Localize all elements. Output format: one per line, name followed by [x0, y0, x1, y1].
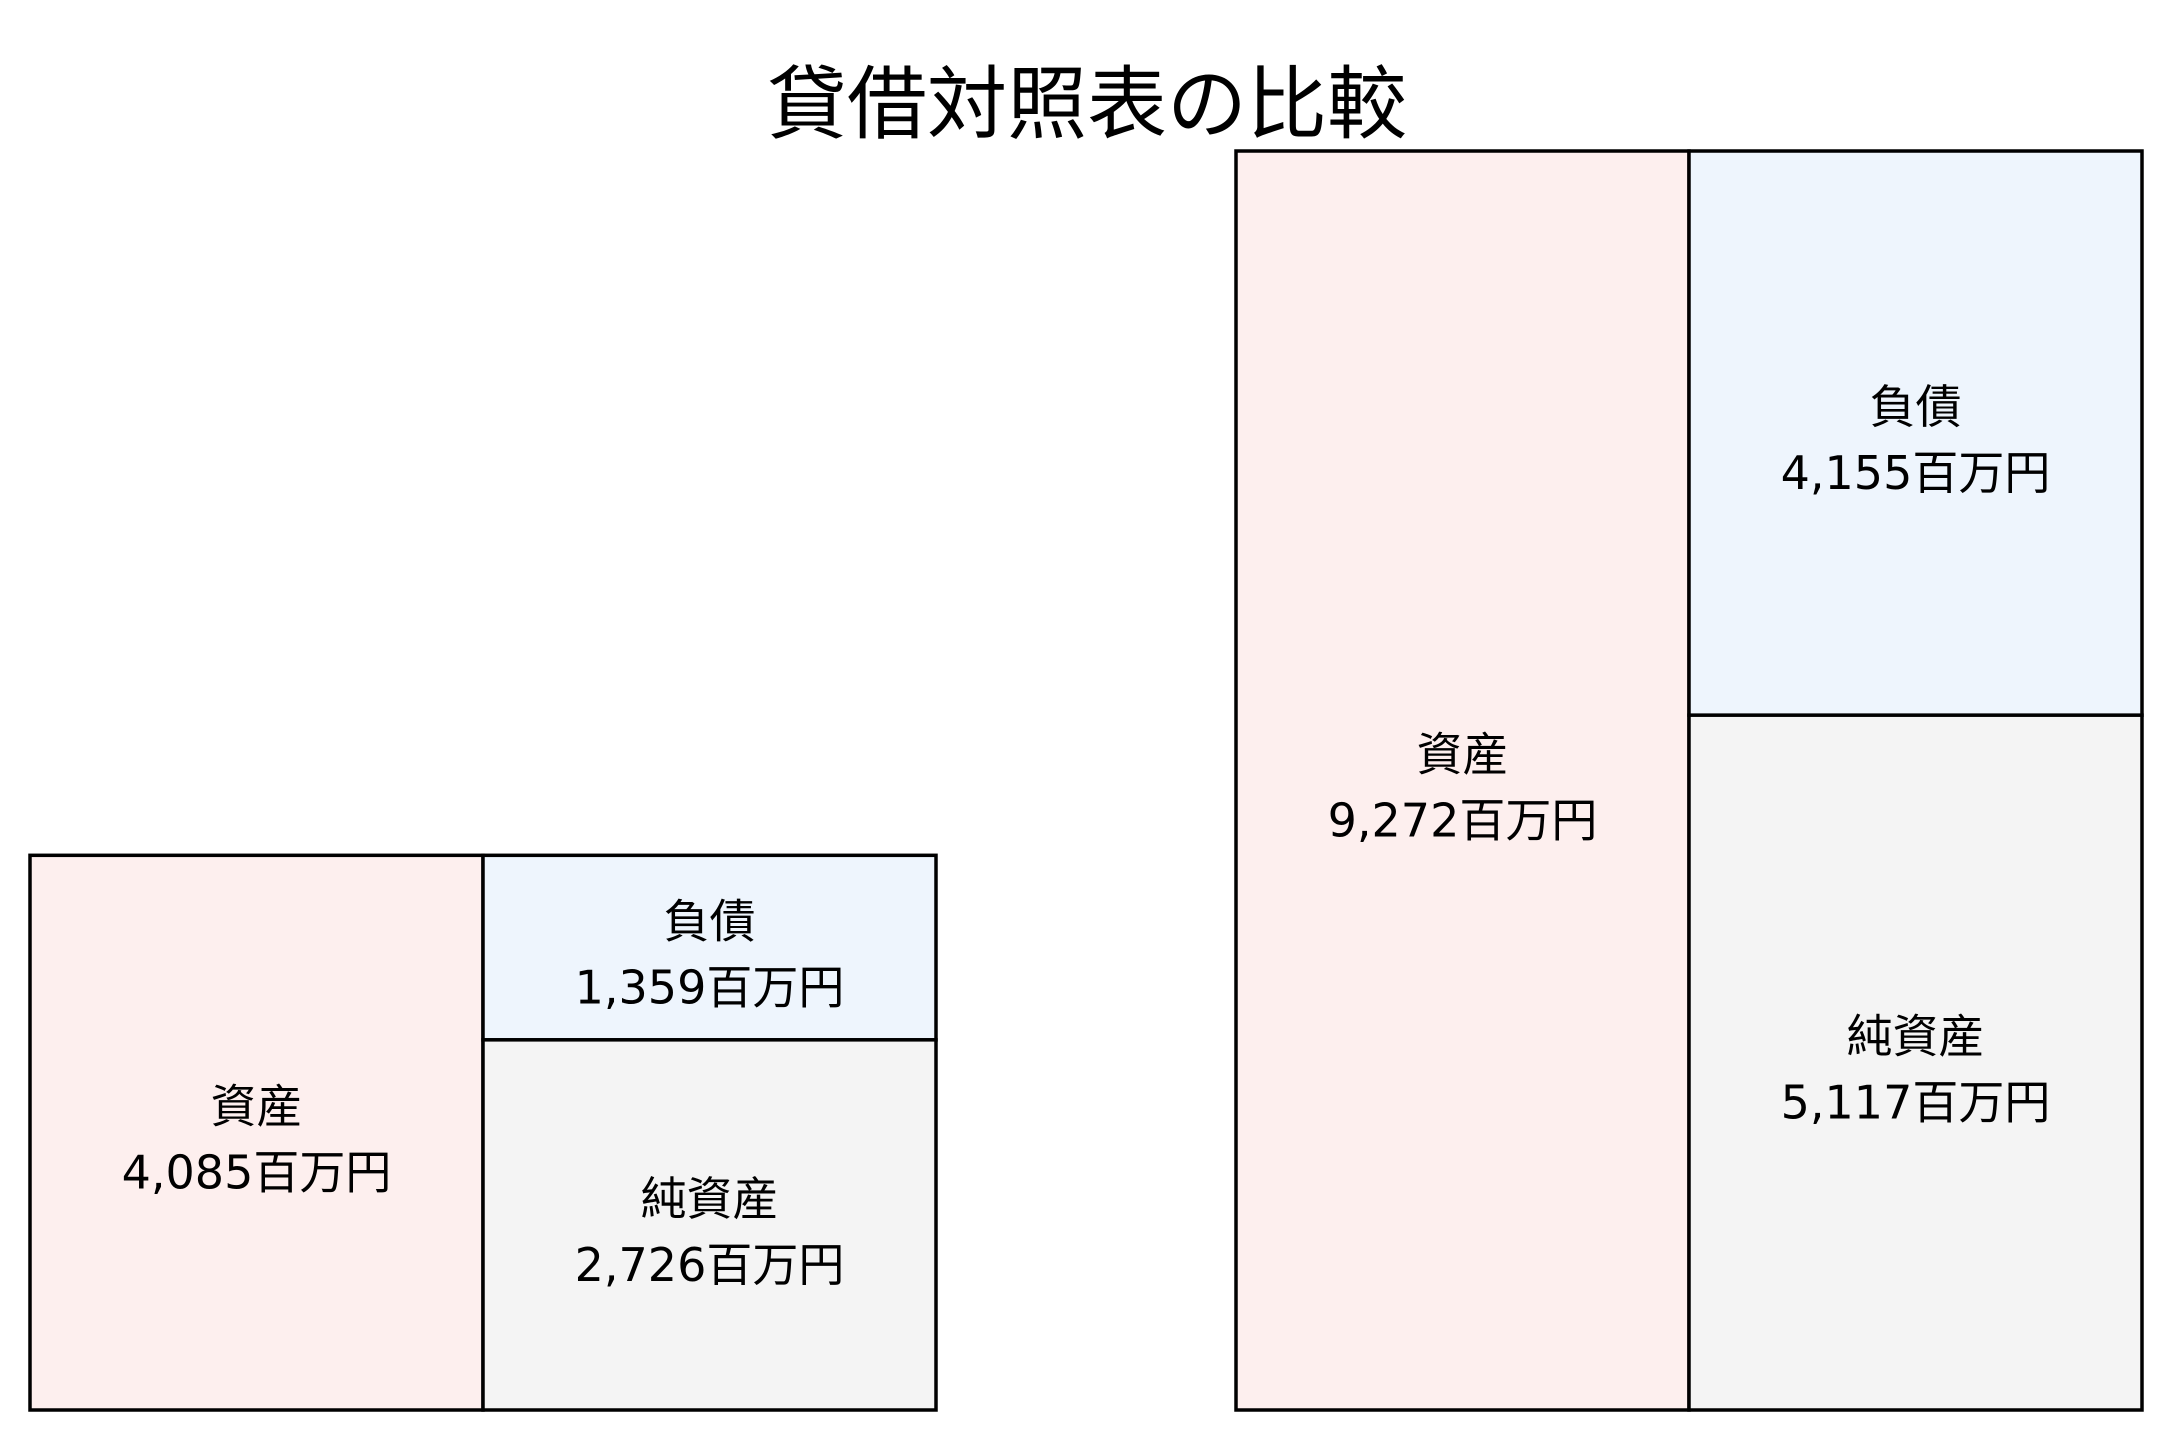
chart-title: 貸借対照表の比較 — [767, 58, 1407, 151]
net-assets-box — [481, 1038, 938, 1412]
liabilities-value: 4,155百万円 — [1781, 446, 2051, 500]
liabilities-label: 負債 — [664, 895, 756, 949]
net-assets-value: 2,726百万円 — [575, 1238, 845, 1292]
net-assets-value: 5,117百万円 — [1781, 1076, 2051, 1130]
liabilities-value: 1,359百万円 — [575, 961, 845, 1015]
net-assets-label: 純資産 — [641, 1172, 779, 1226]
liabilities-label: 負債 — [1870, 380, 1962, 434]
net-assets-label: 純資産 — [1847, 1010, 1985, 1064]
assets-box — [28, 853, 485, 1412]
assets-label: 資産 — [211, 1080, 303, 1134]
assets-value: 4,085百万円 — [122, 1146, 392, 1200]
liabilities-box — [481, 853, 938, 1042]
net-assets-box — [1687, 713, 2144, 1412]
assets-label: 資産 — [1417, 728, 1509, 782]
assets-value: 9,272百万円 — [1328, 794, 1598, 848]
assets-box — [1234, 149, 1691, 1412]
